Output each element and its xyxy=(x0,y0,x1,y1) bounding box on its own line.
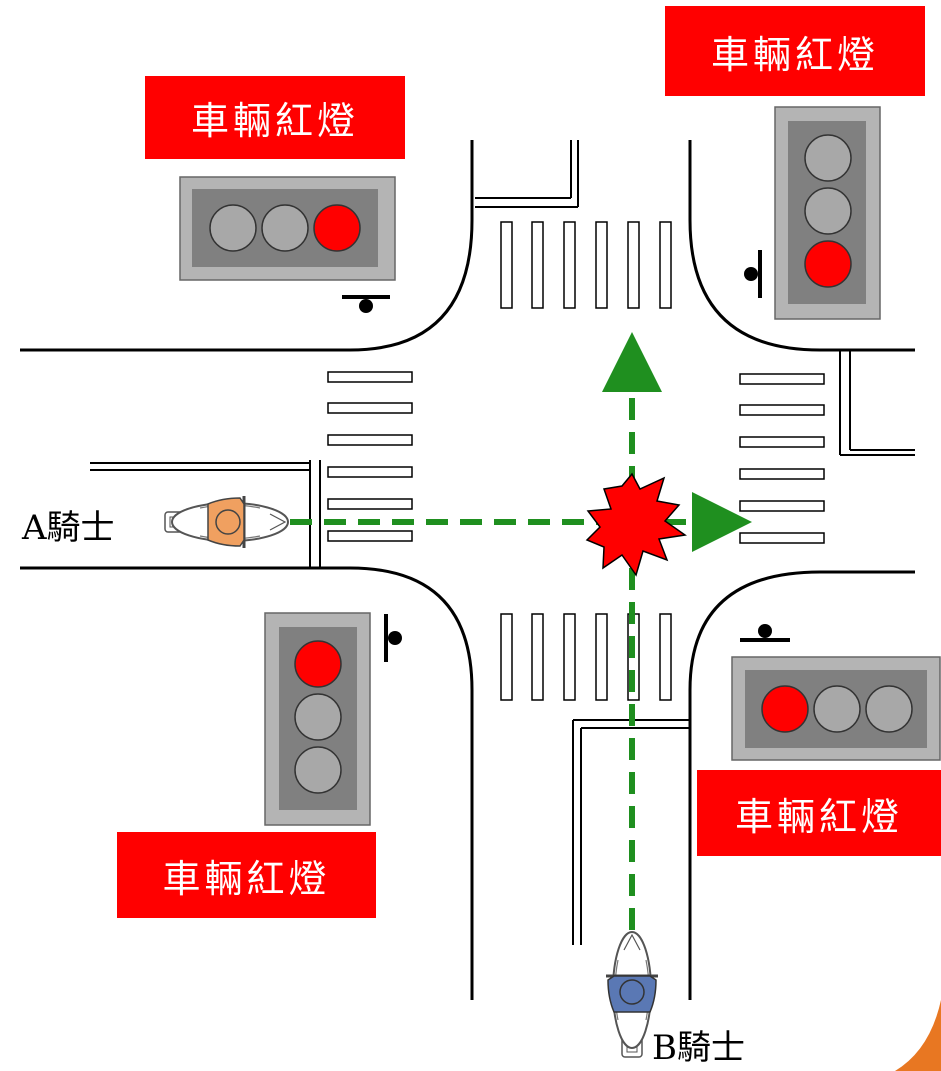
traffic-signal-bottom-left xyxy=(264,612,402,826)
traffic-signal-bottom-right xyxy=(731,624,941,761)
motorcycle-rider-icon xyxy=(164,496,289,548)
lamp-off xyxy=(294,693,342,741)
signal-label-text: 車輛紅燈 xyxy=(734,794,903,839)
lamp-red xyxy=(313,204,361,252)
lamp-red xyxy=(804,240,852,288)
lamp-off xyxy=(294,746,342,794)
curb-top-right xyxy=(688,140,915,352)
lamp-off xyxy=(804,134,852,182)
motorcycle-rider-icon xyxy=(606,931,658,1058)
lamp-red xyxy=(294,640,342,688)
signal-label-top-left: 車輛紅燈 xyxy=(145,76,405,159)
signal-mount-icon xyxy=(740,624,790,642)
corner-accent xyxy=(895,1000,941,1071)
lamp-off xyxy=(813,685,861,733)
lamp-off xyxy=(209,204,257,252)
curb-top-left xyxy=(20,140,474,352)
signal-label-bottom-right: 車輛紅燈 xyxy=(697,770,941,856)
rider-a-label: A騎士 xyxy=(22,508,115,548)
lamp-off xyxy=(804,187,852,235)
signal-mount-icon xyxy=(342,295,390,313)
curb-bottom-left xyxy=(20,566,474,1000)
signal-mount-icon xyxy=(384,614,402,662)
lane-dividers xyxy=(90,140,915,945)
crosswalk-south xyxy=(500,613,672,701)
signal-label-text: 車輛紅燈 xyxy=(162,856,331,901)
traffic-signal-top-right xyxy=(744,106,881,320)
traffic-signal-top-left xyxy=(179,176,396,313)
crosswalk-west xyxy=(327,371,413,542)
lamp-red xyxy=(761,685,809,733)
signal-mount-icon xyxy=(744,250,762,298)
lamp-off xyxy=(261,204,309,252)
signal-label-top-right: 車輛紅燈 xyxy=(665,6,925,96)
crosswalk-north xyxy=(500,221,672,309)
signal-label-text: 車輛紅燈 xyxy=(190,99,359,143)
signal-label-bottom-left: 車輛紅燈 xyxy=(117,832,376,918)
rider-b-label: B騎士 xyxy=(652,1028,745,1068)
signal-label-text: 車輛紅燈 xyxy=(710,32,879,77)
lamp-off xyxy=(865,685,913,733)
crosswalk-east xyxy=(739,373,825,544)
curb-bottom-right xyxy=(688,570,915,1000)
road-curbs xyxy=(20,140,915,1000)
collision-burst-icon xyxy=(585,472,687,577)
